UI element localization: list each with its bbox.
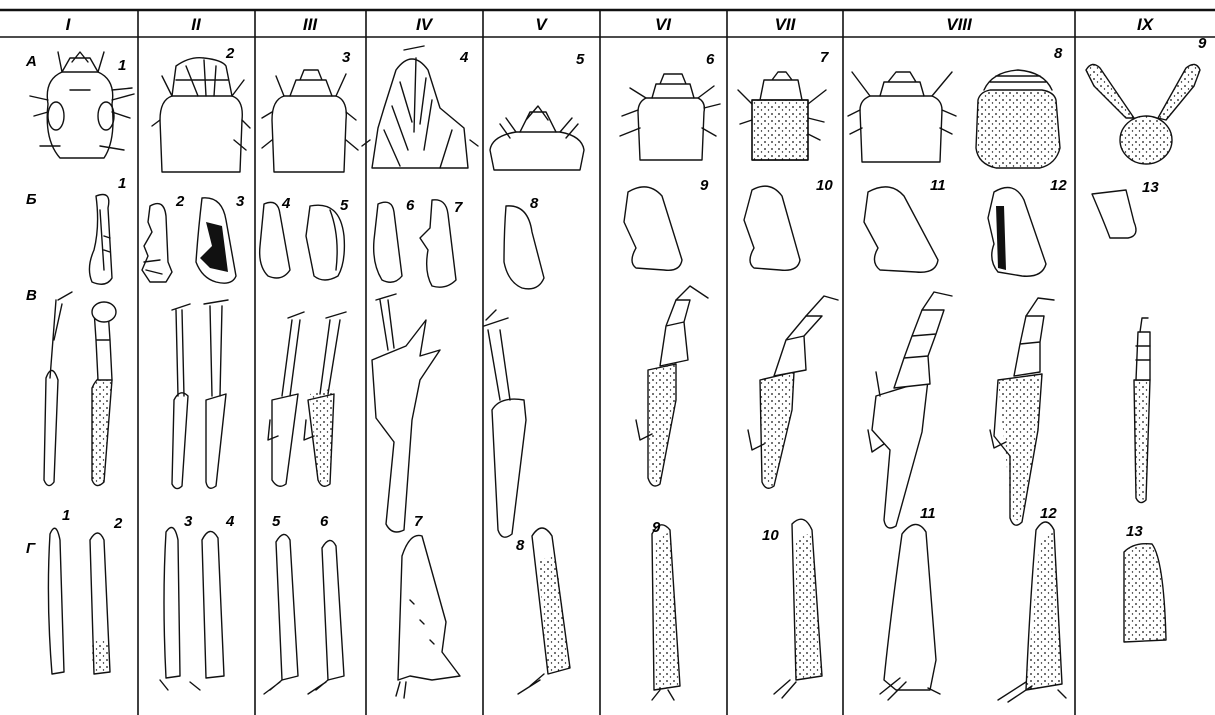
figure-number: 6 <box>706 51 715 68</box>
mandible-drawing-9 <box>624 187 682 270</box>
row-labels: А Б В Г <box>25 53 37 557</box>
head-drawing-3 <box>262 70 358 172</box>
figure-number: 3 <box>184 513 193 530</box>
head-drawing-5 <box>490 106 584 170</box>
row-g-tibiae <box>48 519 1166 702</box>
leg-drawing-5 <box>492 399 526 537</box>
column-header-8: VIII <box>946 15 973 34</box>
row-v-legs <box>44 286 1150 537</box>
leg-drawing-3a <box>272 394 298 486</box>
column-header-5: V <box>535 15 548 34</box>
figure-number: 4 <box>459 49 469 66</box>
figure-number: 3 <box>342 49 351 66</box>
leg-drawing-1a <box>44 370 58 485</box>
figure-number: 10 <box>816 177 833 194</box>
figure-number: 8 <box>530 195 539 212</box>
row-g-numbers: 1 2 3 4 5 6 7 8 9 10 11 12 13 <box>62 505 1143 554</box>
column-headers: I II III IV V VI VII VIII IX <box>66 15 1155 34</box>
figure-number: 8 <box>1054 45 1063 62</box>
column-header-4: IV <box>416 15 434 34</box>
figure-number: 5 <box>576 51 585 68</box>
figure-number: 13 <box>1142 179 1159 196</box>
row-a-heads <box>30 46 1200 172</box>
mandible-drawing-6 <box>374 202 402 282</box>
leg-drawing-2a <box>172 393 188 489</box>
row-label-b: Б <box>26 191 37 208</box>
figure-number: 11 <box>930 177 946 194</box>
figure-number: 2 <box>113 515 123 532</box>
row-a-numbers: 1 2 3 4 5 6 7 8 9 <box>118 35 1207 74</box>
row-label-a: А <box>25 53 37 70</box>
figure-number: 5 <box>340 197 349 214</box>
figure-number: 9 <box>652 519 661 536</box>
column-header-7: VII <box>775 15 797 34</box>
head-drawing-8a <box>848 72 956 162</box>
figure-number: 12 <box>1050 177 1067 194</box>
figure-number: 7 <box>454 199 463 216</box>
figure-number: 4 <box>225 513 235 530</box>
column-header-2: II <box>191 15 202 34</box>
figure-number: 9 <box>1198 35 1207 52</box>
mandible-drawing-13 <box>1092 190 1136 238</box>
leg-drawing-4 <box>372 320 440 532</box>
figure-number: 8 <box>516 537 525 554</box>
figure-number: 1 <box>118 57 126 74</box>
figure-number: 10 <box>762 527 779 544</box>
row-label-g: Г <box>26 540 36 557</box>
tibia-drawing-11 <box>884 524 936 690</box>
tibia-drawing-4 <box>202 531 224 678</box>
mandible-drawing-12 <box>988 188 1046 277</box>
mandible-drawing-10 <box>744 186 800 270</box>
mandible-drawing-5 <box>306 205 344 280</box>
figure-number: 1 <box>118 175 126 192</box>
figure-number: 11 <box>920 505 936 522</box>
figure-number: 5 <box>272 513 281 530</box>
mandible-drawing-4 <box>260 202 290 278</box>
tibia-drawing-1 <box>48 528 64 674</box>
header-rules <box>0 10 1215 37</box>
head-drawing-7 <box>738 72 826 160</box>
figure-number: 2 <box>225 45 235 62</box>
column-header-1: I <box>66 15 72 34</box>
column-header-6: VI <box>655 15 672 34</box>
row-b-mandibles <box>89 186 1136 289</box>
tibia-drawing-6 <box>322 540 344 680</box>
head-drawing-6 <box>620 74 720 160</box>
figure-number: 2 <box>175 193 185 210</box>
figure-number: 7 <box>414 513 423 530</box>
tibia-drawing-5 <box>276 534 298 680</box>
tibia-drawing-3 <box>164 528 180 679</box>
head-drawing-8b <box>976 70 1060 168</box>
mandible-drawing-7 <box>420 200 456 287</box>
head-drawing-9 <box>1086 64 1200 164</box>
column-header-9: IX <box>1137 15 1155 34</box>
column-header-3: III <box>303 15 318 34</box>
figure-number: 7 <box>820 49 829 66</box>
mandible-drawing-8 <box>504 206 544 289</box>
figure-number: 1 <box>62 507 70 524</box>
leg-drawing-2b <box>206 394 226 488</box>
figure-number: 6 <box>320 513 329 530</box>
head-drawing-2 <box>152 58 250 172</box>
tibia-drawing-7 <box>398 535 460 680</box>
mandible-drawing-1 <box>89 195 112 285</box>
mandible-drawing-11 <box>864 187 938 272</box>
figure-number: 9 <box>700 177 709 194</box>
figure-number: 6 <box>406 197 415 214</box>
figure-number: 3 <box>236 193 245 210</box>
figure-number: 13 <box>1126 523 1143 540</box>
figure-number: 12 <box>1040 505 1057 522</box>
figure-number: 4 <box>281 195 291 212</box>
row-label-v: В <box>26 287 37 304</box>
